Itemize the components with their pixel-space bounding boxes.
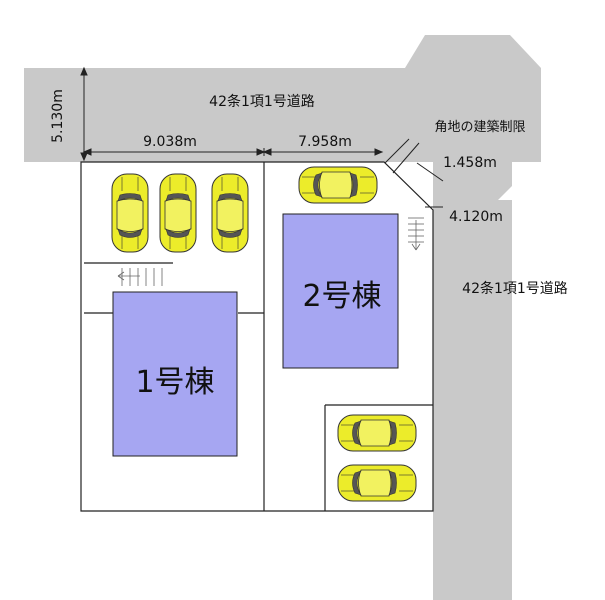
car-3: [211, 173, 249, 253]
lot2-frontage-label: 7.958m: [298, 134, 352, 150]
corner-restriction-label: 角地の建築制限: [434, 120, 525, 135]
east-road-label: 42条1項1号道路: [462, 280, 568, 297]
car-5: [337, 414, 417, 452]
corner-cut-a-label: 1.458m: [443, 155, 497, 171]
road-area: [24, 35, 541, 600]
road-width-label: 5.130m: [50, 89, 66, 143]
car-6: [337, 464, 417, 502]
lot1-frontage-label: 9.038m: [143, 134, 197, 150]
building-1: [112, 291, 238, 457]
building-2-label: 2号棟: [302, 279, 381, 314]
corner-cut-b-label: 4.120m: [449, 209, 503, 225]
dimension-lines: [80, 66, 444, 226]
car-2: [159, 173, 197, 253]
car-1: [111, 173, 149, 253]
car-4: [298, 166, 378, 204]
lot-boundaries: [80, 161, 434, 512]
building-1-label: 1号棟: [135, 365, 214, 400]
lot2-entry-steps: [408, 217, 424, 251]
north-road-label: 42条1項1号道路: [209, 93, 315, 110]
lot1-entry-steps: [117, 268, 163, 286]
building-2: [282, 213, 399, 369]
